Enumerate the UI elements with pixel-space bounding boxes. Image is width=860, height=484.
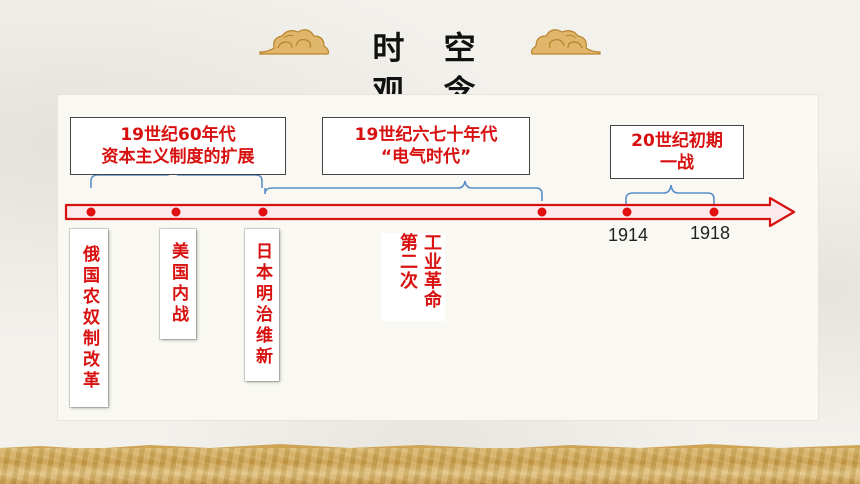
timeline-dot [537,207,547,217]
auspicious-cloud-left-icon [259,29,330,55]
timeline-arrow [64,196,796,228]
event-meiji-restoration: 日本明治维新 [245,229,279,381]
footer-gold-band [0,448,860,484]
period-box-3: 20世纪初期 一战 [610,125,744,179]
timeline-dot [86,207,96,217]
brace-period-2 [264,180,543,201]
event-label: 日本明治维新 [252,242,272,368]
period-3-line2: 一战 [660,153,694,173]
timeline-dot [171,207,181,217]
period-1-line2: 资本主义制度的扩展 [101,147,255,167]
brace-period-3 [625,184,715,207]
period-2-line1: 19世纪六七十年代 [354,125,498,145]
period-box-1: 19世纪60年代 资本主义制度的扩展 [70,117,286,175]
auspicious-cloud-right-icon [530,29,601,55]
timeline-graphic [64,167,796,228]
footer-texture [0,448,860,484]
timeline-dot [258,207,268,217]
year-1918: 1918 [690,223,731,243]
second-industrial-revolution: 工业革命 第二次 [381,233,445,321]
event-american-civil-war: 美国内战 [160,229,196,339]
period-3-line1: 20世纪初期 [631,131,723,151]
period-1-line1: 19世纪60年代 [120,125,236,145]
revolution-col1: 工业革命 [421,233,442,309]
year-1914: 1914 [608,225,649,245]
event-label: 美国内战 [168,242,188,326]
page-title: 时 空 观 念 [372,29,490,111]
period-box-2: 19世纪六七十年代 “电气时代” [322,117,530,175]
period-2-line2: “电气时代” [380,147,472,167]
event-russia-serf-reform: 俄国农奴制改革 [70,229,108,407]
timeline-dot [709,207,719,217]
header: 时 空 观 念 [0,18,860,111]
timeline-dot [622,207,632,217]
revolution-col2: 第二次 [397,233,418,290]
timeline-panel: 19世纪60年代 资本主义制度的扩展 19世纪六七十年代 “电气时代” 20世纪… [58,95,818,420]
event-label: 俄国农奴制改革 [79,244,99,392]
